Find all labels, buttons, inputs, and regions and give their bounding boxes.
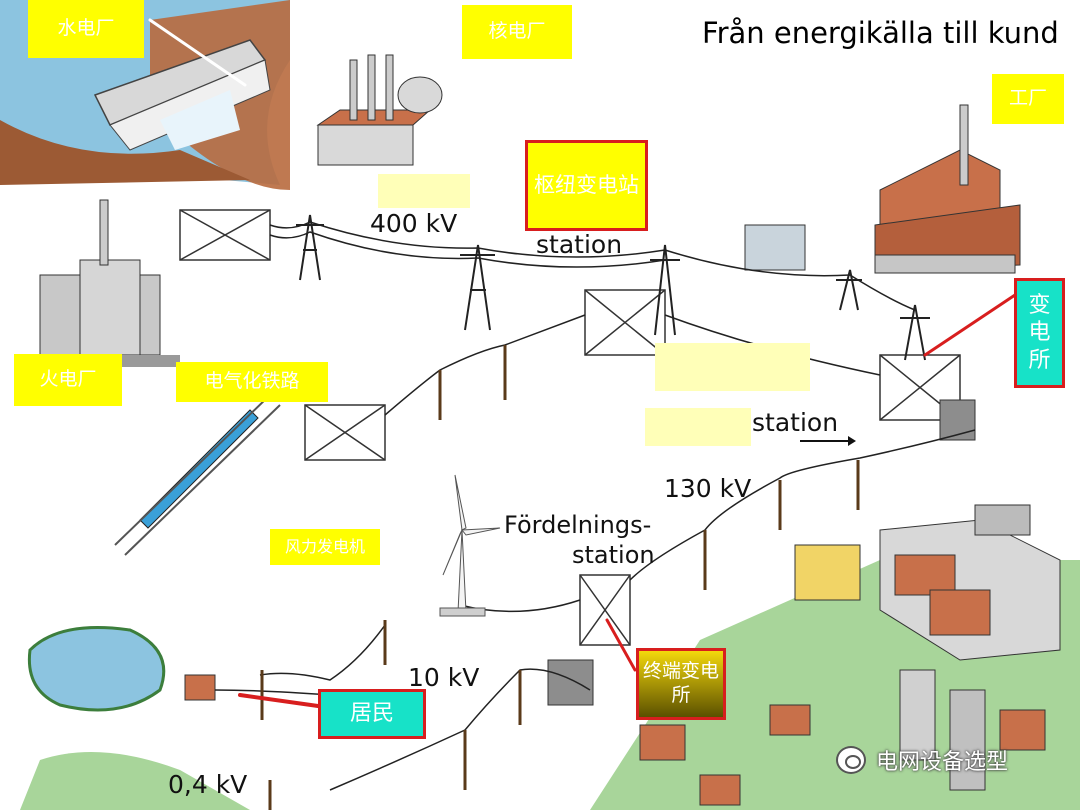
- factory-label: 工厂: [992, 74, 1064, 124]
- residents-label: 居民: [318, 689, 426, 739]
- terminal-substation-label: 终端变电所: [636, 648, 726, 720]
- railway-illustration: [115, 395, 280, 555]
- distribution-station-label-line1: Fördelnings-: [504, 511, 651, 539]
- substation-label: 变电所: [1014, 278, 1065, 388]
- office-building-illustration: [745, 225, 805, 270]
- nuclear-plant-illustration: [318, 55, 442, 165]
- hub-substation-label: 枢纽变电站: [525, 140, 648, 231]
- station-label-top: station: [536, 230, 622, 259]
- distribution-station-label-line2: station: [572, 541, 655, 569]
- voltage-04kv-label: 0,4 kV: [168, 770, 247, 799]
- thermal-plant-label: 火电厂: [14, 354, 122, 406]
- watermark-text: 电网设备选型: [876, 744, 1008, 776]
- wind-turbine-label: 风力发电机: [270, 529, 380, 565]
- nuclear-plant-label: 核电厂: [462, 5, 572, 59]
- kiosk-substation-illustration: [548, 660, 593, 705]
- voltage-400kv-label: 400 kV: [370, 209, 457, 238]
- thermal-plant-illustration: [30, 200, 180, 367]
- wechat-icon: [836, 746, 866, 774]
- label-cover-patch: [645, 408, 751, 446]
- diagram-title: Från energikälla till kund: [702, 16, 1059, 50]
- arrow-icon: [800, 436, 856, 446]
- wind-turbine-illustration: [440, 475, 500, 616]
- station-label-right: station: [752, 408, 838, 437]
- factory-illustration: [875, 105, 1020, 273]
- voltage-130kv-label: 130 kV: [664, 474, 751, 503]
- label-cover-patch: [378, 174, 470, 208]
- label-cover-patch: [655, 343, 810, 391]
- voltage-10kv-label: 10 kV: [408, 663, 479, 692]
- electric-railway-label: 电气化铁路: [176, 362, 328, 402]
- hydro-plant-label: 水电厂: [28, 0, 144, 58]
- watermark: 电网设备选型: [836, 744, 1008, 776]
